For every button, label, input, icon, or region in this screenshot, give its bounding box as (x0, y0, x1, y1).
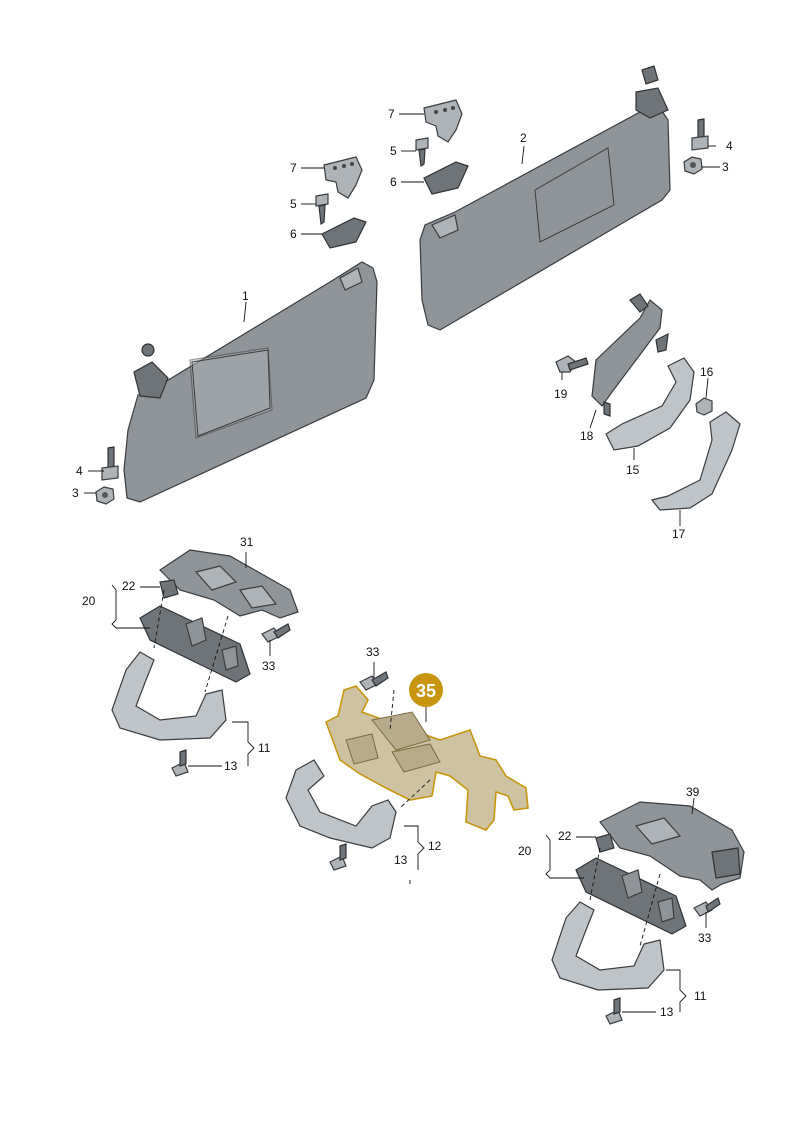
label-33-left: 33 (262, 659, 276, 673)
screw-13-center-icon (329, 843, 347, 871)
label-11-right: 11 (694, 989, 707, 1003)
label-7-right: 7 (388, 107, 395, 121)
cover-cap-left (321, 217, 367, 249)
label-16: 16 (700, 365, 714, 379)
label-6-left: 6 (290, 227, 297, 241)
screw-4-right-icon (691, 118, 709, 151)
bracket-39 (599, 801, 745, 891)
bracket-18 (591, 293, 669, 417)
screw-33-center-icon (359, 671, 389, 691)
label-1: 1 (242, 289, 249, 303)
label-11-left: 11 (258, 741, 271, 755)
screw-5-left-icon (315, 193, 329, 226)
label-20-right: 20 (518, 844, 532, 858)
label-5-left: 5 (290, 197, 297, 211)
label-17: 17 (672, 527, 686, 541)
bracket-35-highlighted (325, 685, 529, 831)
nut-3-right-icon (683, 156, 703, 175)
callout-35[interactable]: 35 (409, 673, 443, 707)
label-4-right: 4 (726, 139, 733, 153)
label-33-right: 33 (698, 931, 712, 945)
label-3-left: 3 (72, 486, 79, 500)
label-33-center: 33 (366, 645, 380, 659)
nut-16-icon (695, 397, 713, 416)
sun-visor-left (123, 261, 378, 503)
label-4-left: 4 (76, 464, 83, 478)
screw-13-right-icon (605, 997, 623, 1025)
visor-clip-right (423, 99, 463, 143)
label-13-left: 13 (224, 759, 238, 773)
callout-35-label: 35 (416, 681, 436, 701)
sun-visor-right (419, 65, 671, 331)
label-15: 15 (626, 463, 640, 477)
screw-5-right-icon (415, 137, 429, 168)
screw-33-right-icon (693, 897, 721, 917)
nut-3-left-icon (95, 486, 115, 505)
callout-35-badge[interactable] (409, 673, 443, 707)
label-6-right: 6 (390, 175, 397, 189)
grab-handle-12 (285, 759, 397, 849)
label-31: 31 (240, 535, 254, 549)
screw-33-left-icon (261, 623, 291, 643)
clip-22-right-icon (595, 833, 615, 853)
label-22-right: 22 (558, 829, 572, 843)
label-18: 18 (580, 429, 594, 443)
base-20-left (139, 605, 251, 683)
screw-4-left-icon (101, 446, 119, 481)
label-7-left: 7 (290, 161, 297, 175)
cover-cap-right (423, 161, 469, 195)
label-2: 2 (520, 131, 527, 145)
label-12: 12 (428, 839, 442, 853)
label-22-left: 22 (122, 579, 136, 593)
label-13-center: 13 (394, 853, 408, 867)
grab-handle-17 (650, 411, 741, 511)
screw-19-icon (555, 355, 589, 373)
label-5-right: 5 (390, 144, 397, 158)
grab-handle-15 (605, 357, 695, 451)
label-13-right: 13 (660, 1005, 674, 1019)
part-labels: 1 2 3 3 4 4 5 5 6 6 7 7 11 11 12 13 13 1… (72, 107, 733, 1019)
clip-22-left-icon (159, 579, 179, 599)
screw-13-left-icon (171, 749, 189, 777)
visor-clip-left (323, 156, 363, 199)
leader-lines (84, 113, 720, 1013)
label-39: 39 (686, 785, 700, 799)
label-3-right: 3 (722, 160, 729, 174)
label-20-left: 20 (82, 594, 96, 608)
bracket-31 (159, 549, 299, 619)
base-20-right (575, 857, 687, 935)
label-19: 19 (554, 387, 568, 401)
grab-handle-11-left (111, 651, 227, 741)
grab-handle-11-right (551, 901, 665, 991)
